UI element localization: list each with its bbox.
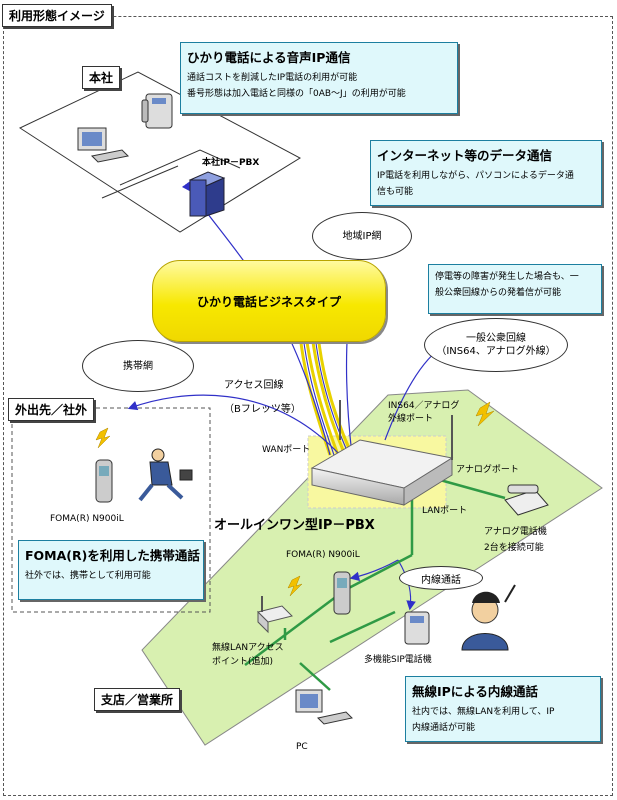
wan-port-label: WANポート (262, 445, 311, 455)
all-in-one-pbx-label: オールインワン型IP－PBX (214, 518, 375, 533)
hikari-business-network: ひかり電話ビジネスタイプ (152, 260, 386, 342)
hq-pbx-label: 本社IP－PBX (202, 158, 260, 168)
access-line-bundle (298, 334, 354, 456)
operator-person-icon (461, 584, 516, 651)
callout-wireless-ip: 無線IPによる内線通話 社内では、無線LANを利用して、IP 内線通話が可能 (405, 676, 601, 742)
pc-label: PC (296, 742, 308, 752)
outside-area (11, 407, 211, 613)
callout-power-outage: 停電等の障害が発生した場合も、一 般公衆回線からの発着信が可能 (428, 264, 602, 314)
callout-data-comm: インターネット等のデータ通信 IP電話を利用しながら、パソコンによるデータ通 信… (370, 140, 602, 206)
regional-ip-network: 地域IP網 (312, 212, 412, 260)
hq-pbx-server (188, 171, 226, 217)
ins-port-label-2: 外線ポート (388, 414, 434, 424)
arrow-mobile (127, 394, 341, 456)
running-person-icon (138, 448, 193, 502)
lan-port-label: LANポート (422, 506, 468, 516)
extension-call-oval: 内線通話 (399, 566, 483, 590)
analog-phone-label: アナログ電話機 (484, 527, 547, 537)
page-title: 利用形態イメージ (2, 4, 112, 27)
analog-phone-sub-label: 2台を接続可能 (484, 543, 544, 553)
ins-port-label: INS64／アナログ (388, 401, 460, 411)
hq-lan-line (119, 149, 241, 186)
lightning-icon (95, 427, 111, 449)
branch-pc-icon (295, 689, 354, 725)
wlan-ap-icon (257, 596, 293, 634)
wlan-ap-sub-label: ポイント(追加) (212, 657, 274, 667)
callout-voice-ip: ひかり電話による音声IP通信 通話コストを削減したIP電話の利用が可能 番号形態… (180, 42, 458, 114)
foma-outside-label: FOMA(R) N900iL (50, 514, 124, 524)
sip-phone-label: 多機能SIP電話機 (364, 655, 432, 665)
callout-title: ひかり電話による音声IP通信 (187, 50, 351, 65)
foma-phone-branch-icon (333, 571, 351, 615)
lan-lines (244, 478, 506, 691)
head-office-area (18, 71, 302, 233)
lightning-icon (475, 401, 495, 427)
access-line-sub-label: （Bフレッツ等） (224, 404, 301, 415)
arrow-extension-sip (397, 559, 416, 611)
public-line-network: 一般公衆回線 （INS64、アナログ外線） (424, 318, 568, 372)
arrow-extension-foma (349, 559, 399, 582)
wlan-ap-label: 無線LANアクセス (212, 643, 284, 653)
lightning-icon (287, 575, 303, 597)
head-office-label: 本社 (82, 66, 121, 89)
outside-label: 外出先／社外 (8, 398, 95, 421)
callout-foma: FOMA(R)を利用した携帯通話 社外では、携帯として利用可能 (18, 540, 204, 600)
branch-label: 支店／営業所 (94, 688, 181, 711)
diagram-frame (3, 16, 613, 796)
access-line-label: アクセス回線 (224, 380, 284, 391)
analog-phone-icon (504, 484, 549, 516)
all-in-one-pbx-device (310, 400, 454, 506)
foma-phone-outside-icon (95, 459, 113, 503)
analog-port-label: アナログポート (456, 465, 519, 475)
hq-pc-icon (77, 127, 130, 163)
mobile-network: 携帯網 (82, 340, 194, 392)
foma-branch-label: FOMA(R) N900iL (286, 550, 360, 560)
hq-phone-icon (141, 93, 173, 129)
sip-phone-icon (404, 611, 430, 645)
